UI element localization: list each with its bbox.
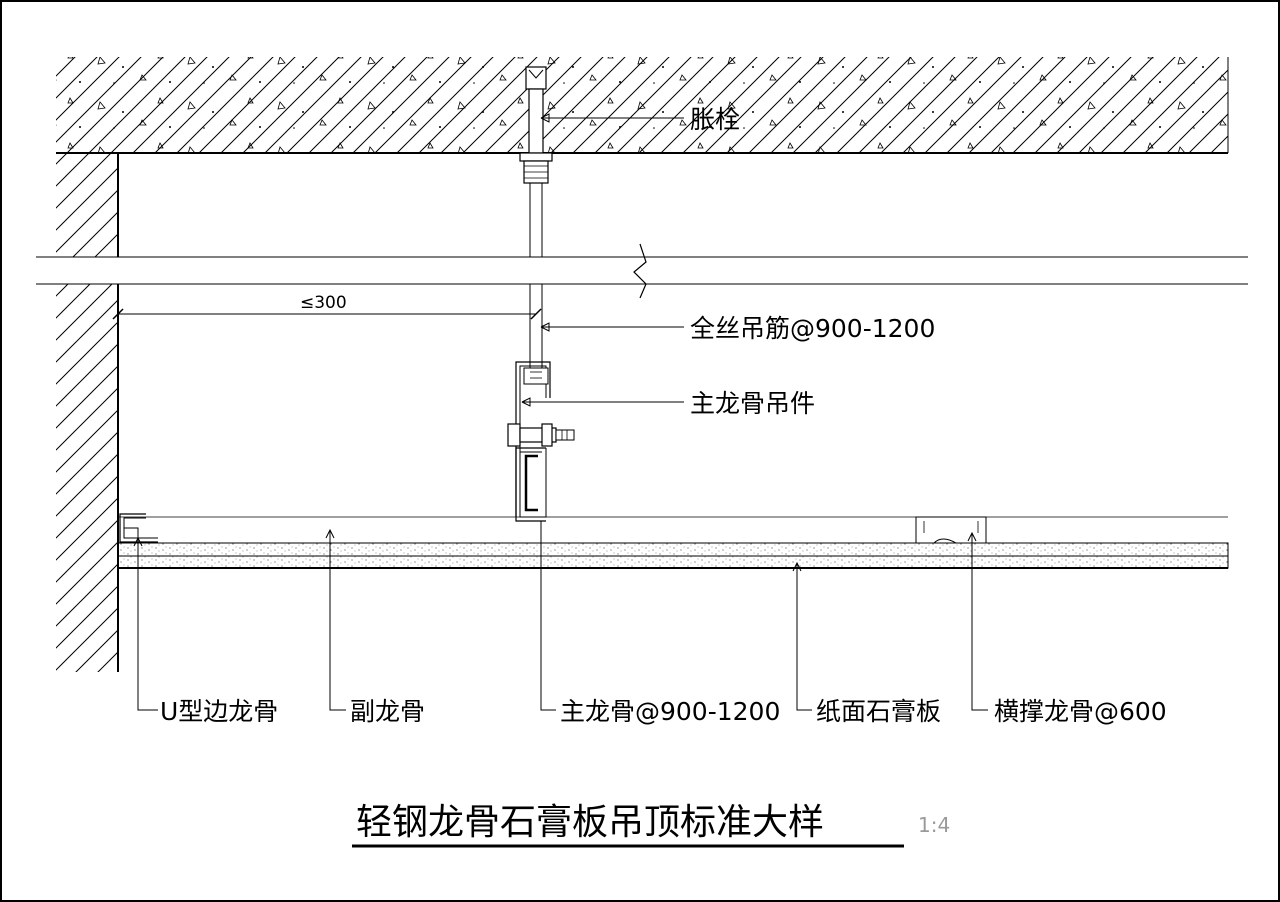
main-runner-hanger-icon bbox=[507, 361, 575, 522]
leader-lines bbox=[133, 113, 988, 711]
label-secondary-runner: 副龙骨 bbox=[350, 697, 425, 726]
dimension-300: ≤300 bbox=[112, 293, 542, 320]
label-cross-runner: 横撑龙骨@600 bbox=[994, 697, 1167, 726]
label-hanger-rod: 全丝吊筋@900-1200 bbox=[690, 314, 935, 343]
label-u-edge-runner: U型边龙骨 bbox=[160, 697, 278, 726]
label-main-runner: 主龙骨@900-1200 bbox=[560, 697, 780, 726]
break-line bbox=[36, 243, 1248, 299]
label-gypsum-board: 纸面石膏板 bbox=[816, 697, 941, 726]
gypsum-board bbox=[117, 542, 1229, 569]
wall-section bbox=[56, 153, 119, 672]
drawing-scale: 1:4 bbox=[918, 813, 950, 837]
drawing-title: 轻钢龙骨石膏板吊顶标准大样 bbox=[356, 802, 824, 843]
expansion-bolt-icon bbox=[519, 66, 553, 184]
label-expansion-bolt: 胀栓 bbox=[690, 105, 740, 134]
concrete-slab bbox=[56, 57, 1229, 154]
label-main-runner-hanger: 主龙骨吊件 bbox=[690, 389, 815, 418]
dimension-label: ≤300 bbox=[300, 293, 347, 313]
u-edge-runner-icon bbox=[119, 513, 158, 543]
